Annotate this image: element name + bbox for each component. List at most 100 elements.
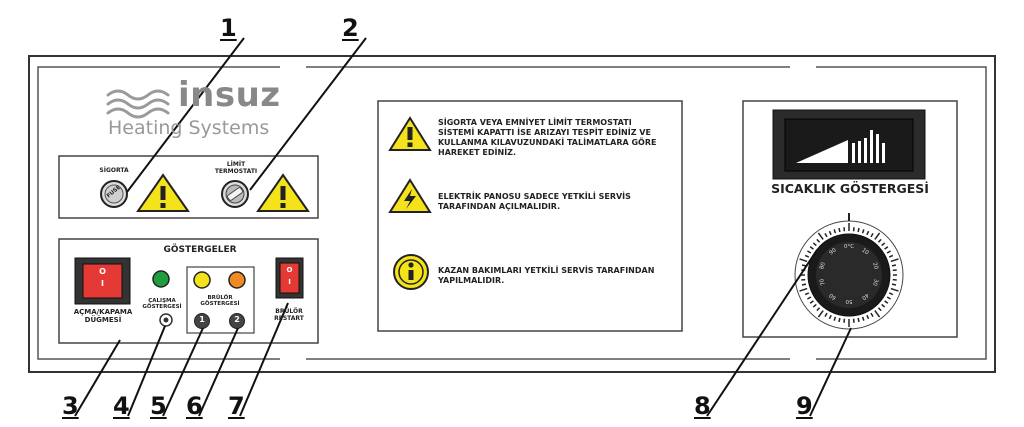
burner-1-number: 1 [199, 315, 205, 324]
power-label-line1: AÇMA/KAPAMA [73, 308, 133, 316]
limit-label-line2: TERMOSTATI [214, 167, 258, 175]
dial-tick [884, 246, 889, 250]
limit-warning-icon [256, 173, 310, 212]
dial-tick [824, 233, 828, 238]
burner-2-number: 2 [234, 315, 240, 324]
dial-tick [807, 296, 812, 300]
callout-1: 1 [220, 14, 237, 42]
dial-tick [861, 316, 865, 321]
warning-text-maintenance: KAZAN BAKIMLARI YETKİLİ SERVİS TARAFINDA… [438, 266, 678, 286]
dial-tick [874, 232, 881, 240]
restart-switch-on-mark: I [288, 278, 291, 286]
callout-4: 4 [113, 392, 130, 420]
info-icon [393, 254, 429, 290]
dial-tick [828, 314, 832, 320]
dial-tick [816, 307, 821, 312]
dial-tick [838, 227, 841, 233]
warning-1-line-4: HAREKET EDİNİZ. [438, 148, 517, 157]
dial-tick [884, 300, 889, 304]
limit-thermostat-knob-icon [221, 180, 249, 208]
dial-tick [861, 229, 865, 234]
temperature-gauge-display [772, 109, 926, 180]
warning-1-line-1: SİGORTA VEYA EMNİYET LİMİT TERMOSTATI [438, 118, 632, 127]
burner-label-line2: GÖSTERGESİ [200, 301, 240, 308]
dial-tick [870, 233, 874, 238]
power-label-line2: DÜĞMESİ [84, 315, 122, 324]
dial-tick [886, 250, 891, 254]
brand-tagline: Heating Systems [108, 117, 270, 139]
dial-tick [824, 312, 828, 317]
power-switch-label: AÇMA/KAPAMA DÜĞMESİ [70, 308, 136, 324]
thermostat-dial-knob[interactable] [795, 221, 903, 329]
warning-1-line-3: KULLANMA KILAVUZUNDAKİ TALİMATLARA GÖRE [438, 138, 657, 147]
dial-tick [881, 303, 886, 308]
dial-tick [877, 238, 882, 243]
burner-restart-label: BRÜLÖR RESTART [268, 308, 310, 322]
warning-text-fuse: SİGORTA VEYA EMNİYET LİMİT TERMOSTATI Sİ… [438, 118, 678, 158]
yellow-lamp-icon [193, 271, 211, 289]
running-indicator-icon [159, 313, 173, 327]
callout-5: 5 [150, 392, 167, 420]
warning-3-line-1: KAZAN BAKIMLARI YETKİLİ SERVİS TARAFINDA… [438, 266, 655, 275]
restart-label-line2: RESTART [274, 314, 304, 322]
brand-name: insuz [178, 75, 281, 115]
dial-label: 0°C [843, 244, 855, 250]
dial-tick [807, 250, 812, 254]
dial-tick [838, 317, 841, 323]
indicators-title: GÖSTERGELER [163, 245, 237, 255]
warning-panel-box [377, 100, 683, 332]
dial-tick [812, 303, 817, 308]
dial-tick [881, 242, 886, 247]
restart-label-line1: BRÜLÖR [275, 308, 303, 315]
limit-thermostat-label: LİMİT TERMOSTATI [214, 161, 258, 175]
running-indicator-label: ÇALIŞMA GÖSTERGESİ [139, 298, 185, 310]
callout-9: 9 [796, 392, 813, 420]
restart-switch-icon [275, 257, 304, 299]
dial-tick [804, 254, 810, 258]
dial-tick [817, 232, 824, 240]
thermostat-dial-icon [794, 213, 904, 330]
burner-label-line1: BRÜLÖR [207, 295, 233, 301]
warning-exclamation-icon [388, 116, 432, 151]
dial-tick [801, 264, 807, 267]
dial-tick [890, 287, 899, 292]
dial-tick [833, 316, 837, 321]
dial-tick [886, 296, 891, 300]
power-switch-on-mark: I [101, 279, 104, 288]
dial-tick [888, 292, 894, 296]
warning-lightning-icon [388, 178, 432, 213]
callout-2: 2 [342, 14, 359, 42]
restart-switch-off-mark: O [286, 266, 293, 274]
callout-8: 8 [694, 392, 711, 420]
temperature-gauge-title: SICAKLIK GÖSTERGESİ [771, 181, 929, 196]
running-label-line1: ÇALIŞMA [148, 298, 176, 304]
dial-tick [817, 310, 824, 318]
callout-6: 6 [186, 392, 203, 420]
limit-label-line1: LİMİT [226, 161, 246, 168]
power-switch-off-mark: O [99, 267, 106, 276]
dial-tick [891, 283, 897, 286]
power-switch-icon [74, 257, 131, 305]
burner-restart-switch[interactable]: O I [276, 258, 303, 298]
dial-tick [874, 310, 881, 318]
warning-2-line-2: TARAFINDAN AÇILMALIDIR. [438, 202, 561, 211]
fuse-label: SİGORTA [99, 167, 129, 174]
dial-tick [816, 238, 821, 243]
orange-lamp-icon [228, 271, 246, 289]
green-lamp-icon [152, 270, 170, 288]
warning-1-line-2: SİSTEMİ KAPATTI İSE ARIZAYI TESPİT EDİNİ… [438, 128, 651, 137]
callout-3: 3 [62, 392, 79, 420]
dial-tick [857, 227, 860, 233]
warning-text-electric: ELEKTRİK PANOSU SADECE YETKİLİ SERVİS TA… [438, 192, 678, 212]
limit-thermostat-reset-button[interactable] [222, 181, 248, 207]
dial-tick [799, 287, 808, 292]
dial-tick [866, 230, 870, 236]
burner-group-box [186, 266, 255, 334]
warning-2-line-1: ELEKTRİK PANOSU SADECE YETKİLİ SERVİS [438, 192, 631, 201]
dial-tick [799, 258, 808, 263]
power-switch[interactable]: O I [75, 258, 130, 304]
dial-tick [812, 242, 817, 247]
dial-tick [828, 230, 832, 236]
dial-tick [888, 254, 894, 258]
